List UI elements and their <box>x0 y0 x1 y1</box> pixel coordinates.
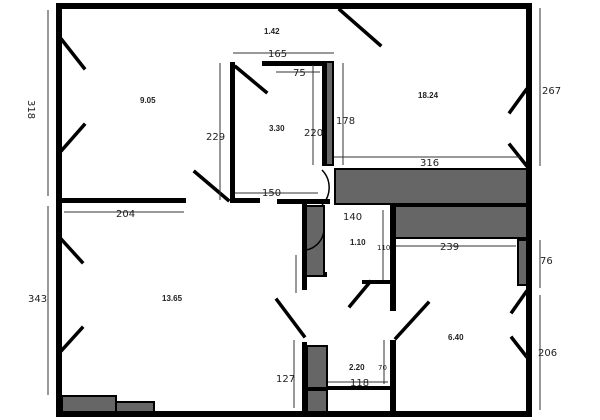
dim-343: 343 <box>28 294 47 305</box>
dim-76: 76 <box>540 256 553 267</box>
room-area-bottomright: 6.40 <box>448 333 464 342</box>
fixtures <box>61 61 528 413</box>
dim-229: 229 <box>206 132 225 143</box>
dim-239: 239 <box>440 242 459 253</box>
room-area-small: 3.30 <box>269 124 285 133</box>
room-area-topright: 18.24 <box>418 91 439 100</box>
room-area-bottomleft: 13.65 <box>162 294 183 303</box>
dim-220: 220 <box>304 128 323 139</box>
dim-110: 110 <box>377 244 390 252</box>
dim-318: 318 <box>25 100 36 119</box>
dim-140: 140 <box>343 212 362 223</box>
dim-204: 204 <box>116 209 135 220</box>
dimension-lines <box>47 8 541 410</box>
dim-165: 165 <box>268 49 287 60</box>
room-area-wc: 1.10 <box>350 238 366 247</box>
dim-316: 316 <box>420 158 439 169</box>
outer-walls <box>56 3 532 417</box>
dim-70: 70 <box>378 364 387 372</box>
dim-75: 75 <box>293 68 306 79</box>
dim-206: 206 <box>538 348 557 359</box>
dim-127: 127 <box>276 374 295 385</box>
room-area-topleft: 9.05 <box>140 96 156 105</box>
dim-267: 267 <box>542 86 561 97</box>
room-area-bath: 2.20 <box>349 363 365 372</box>
room-area-hall-top: 1.42 <box>264 27 280 36</box>
doors <box>59 7 529 359</box>
dim-118: 118 <box>350 378 369 389</box>
dim-178: 178 <box>336 116 355 127</box>
interior-walls <box>60 61 396 414</box>
dim-150: 150 <box>262 188 281 199</box>
